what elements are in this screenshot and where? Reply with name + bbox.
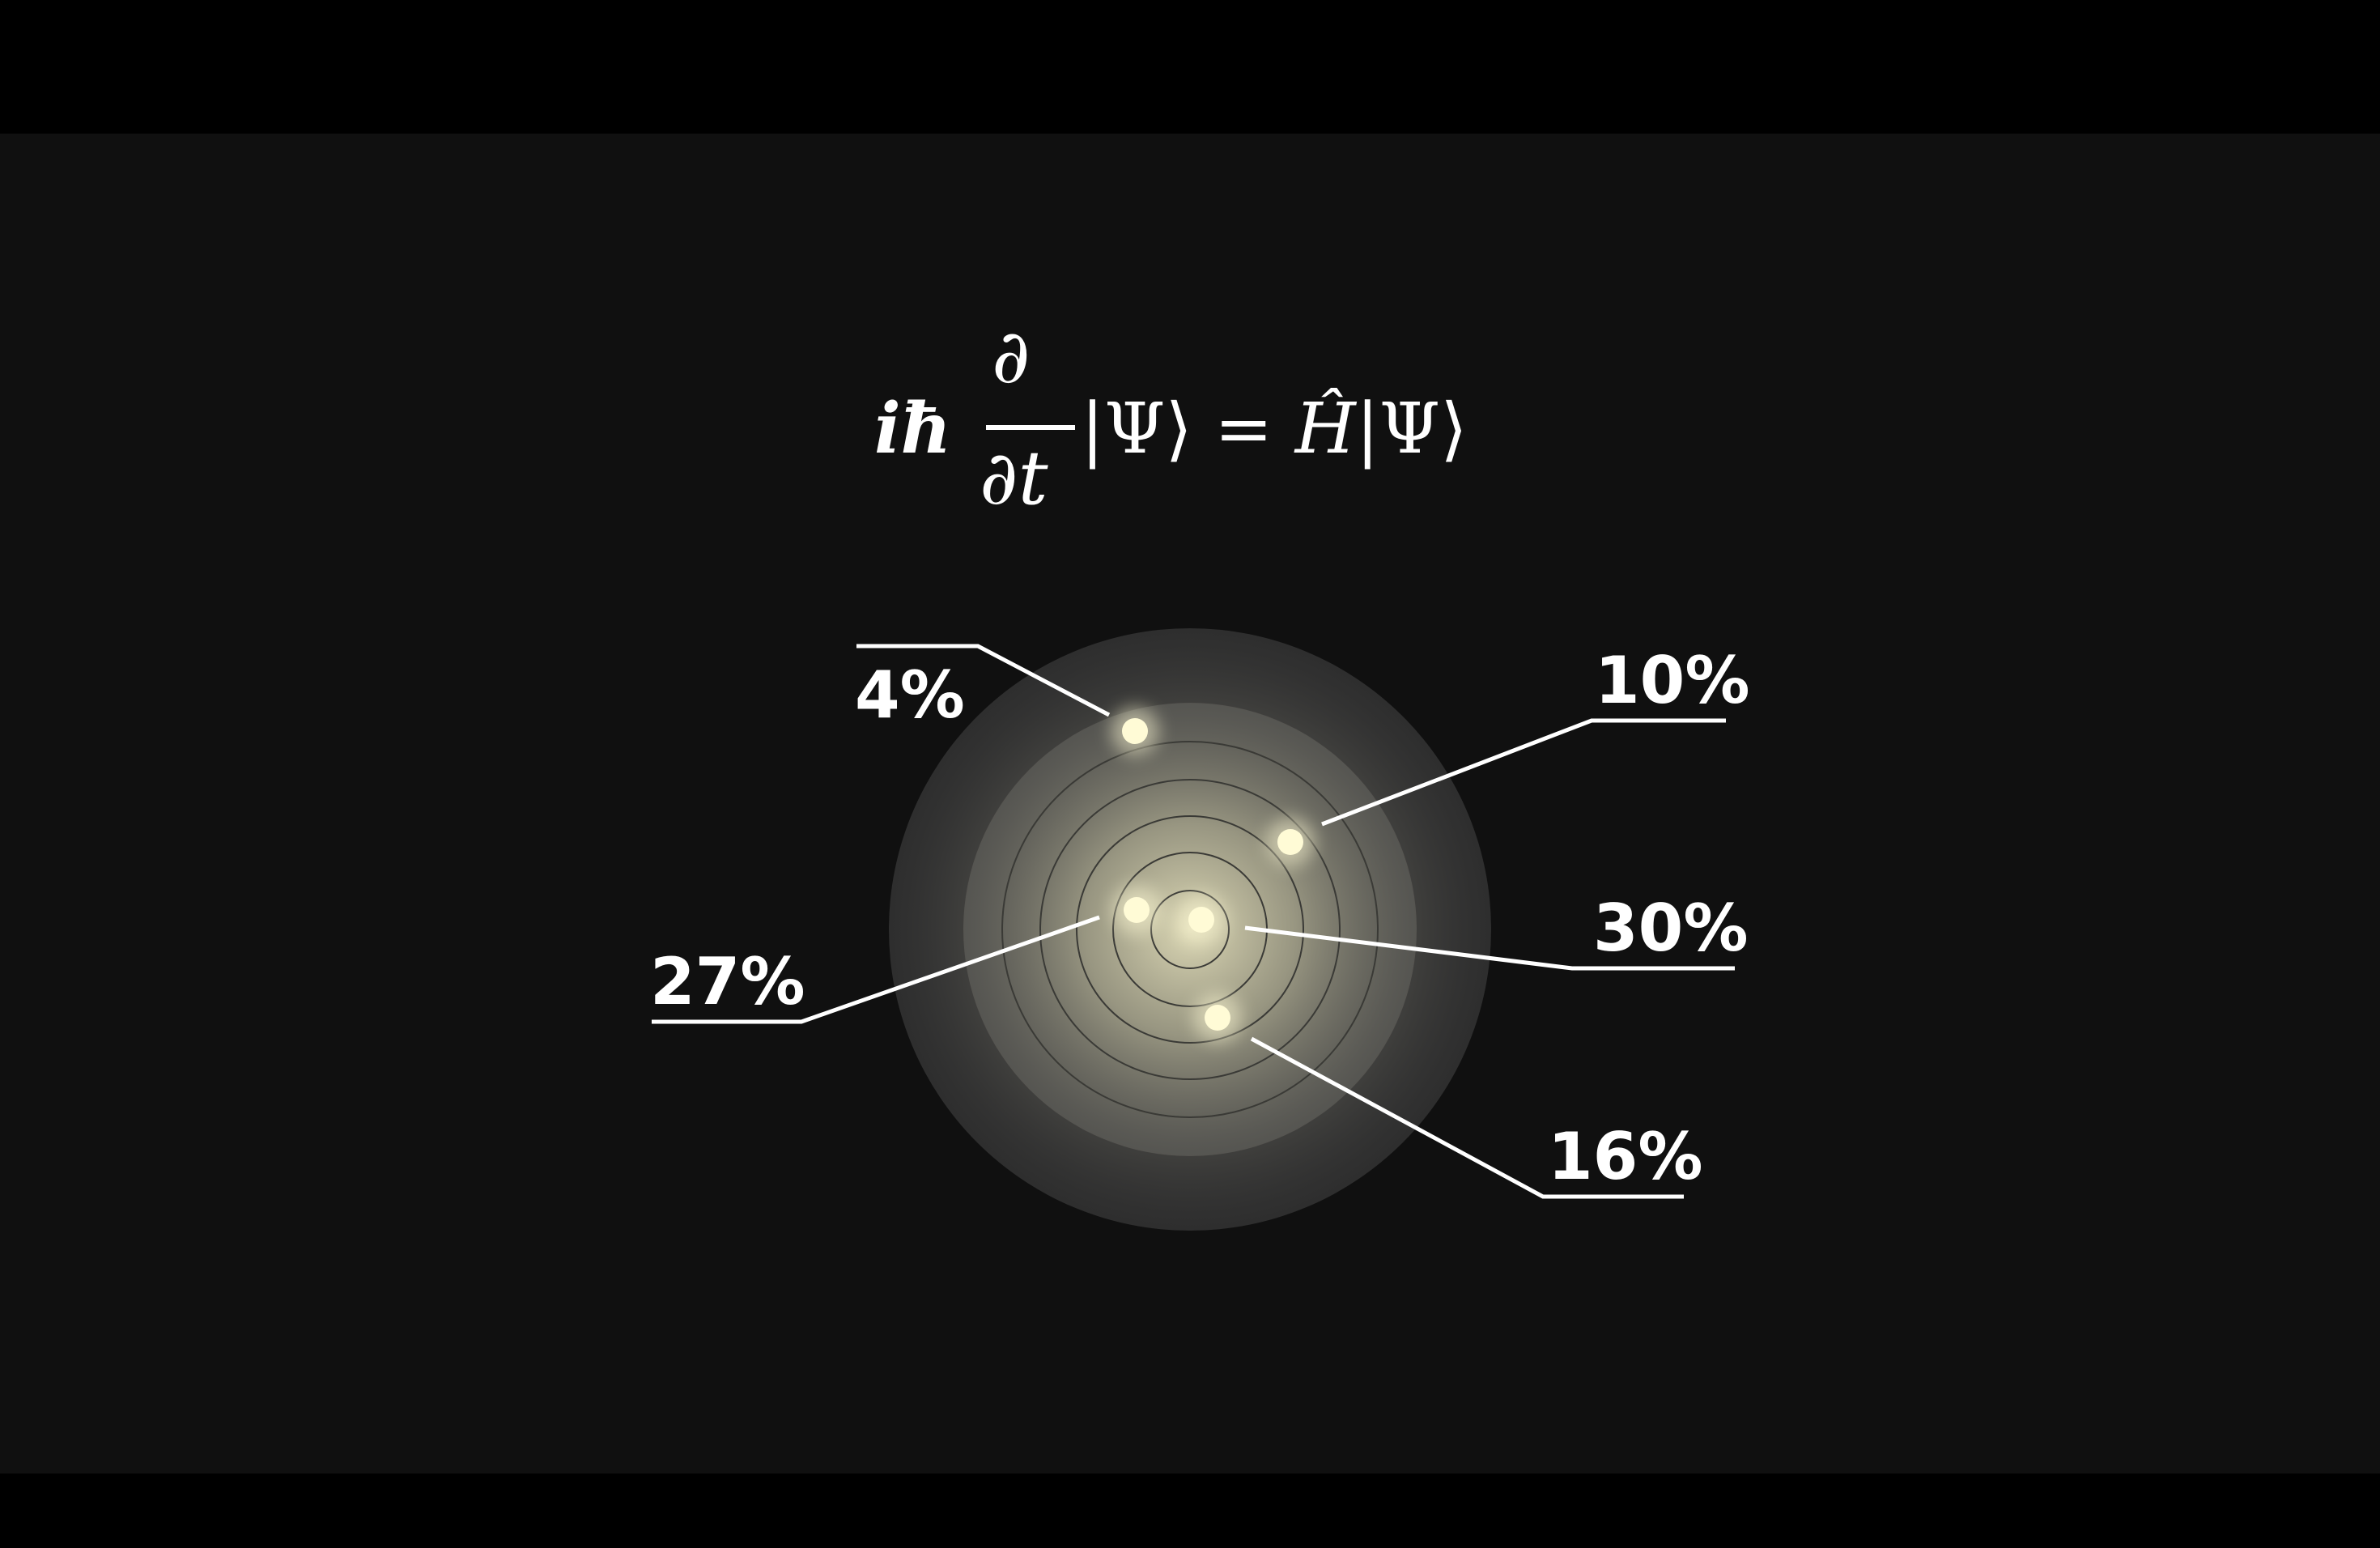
particles [1111, 707, 1315, 1042]
leader-line-10pct [1321, 718, 1726, 827]
leader-line-27pct [652, 915, 1100, 1024]
particle-top-left [1122, 718, 1148, 744]
equation-right-side: |Ψ⟩ = Ĥ|Ψ⟩ [1081, 394, 1468, 464]
equation-denominator: ∂t [980, 435, 1048, 521]
particle-right [1277, 829, 1303, 855]
leader-line-30pct [1244, 925, 1735, 971]
label-4pct: 4% [855, 657, 965, 733]
label-16pct: 16% [1548, 1119, 1702, 1194]
leader-line-16pct [1250, 1036, 1684, 1199]
schrodinger-equation: iħ ∂ ∂t |Ψ⟩ = Ĥ|Ψ⟩ [874, 320, 1538, 538]
leader-lines [652, 644, 1735, 1199]
orbit-line [1076, 815, 1304, 1044]
equation-equals: = [1214, 389, 1273, 470]
probability-labels: 4% 10% 30% 27% 16% [650, 643, 1749, 1194]
orbit-line [1039, 779, 1341, 1080]
equation-i-hbar: iħ [874, 388, 952, 470]
label-27pct: 27% [650, 944, 805, 1019]
equation-numerator: ∂ [992, 313, 1031, 400]
equation-psi-ket: |Ψ⟩ [1081, 389, 1192, 470]
particle-bottom [1205, 1005, 1230, 1031]
label-10pct: 10% [1595, 643, 1749, 718]
particle-center-left [1124, 897, 1150, 923]
leader-line-4pct [856, 644, 1111, 717]
orbit-line [1001, 741, 1379, 1118]
fraction-bar [986, 425, 1075, 430]
particle-center [1188, 907, 1214, 933]
equation-psi-ket-right: |Ψ⟩ [1355, 389, 1468, 470]
equation-hamiltonian: Ĥ [1294, 389, 1356, 470]
label-30pct: 30% [1593, 891, 1748, 966]
